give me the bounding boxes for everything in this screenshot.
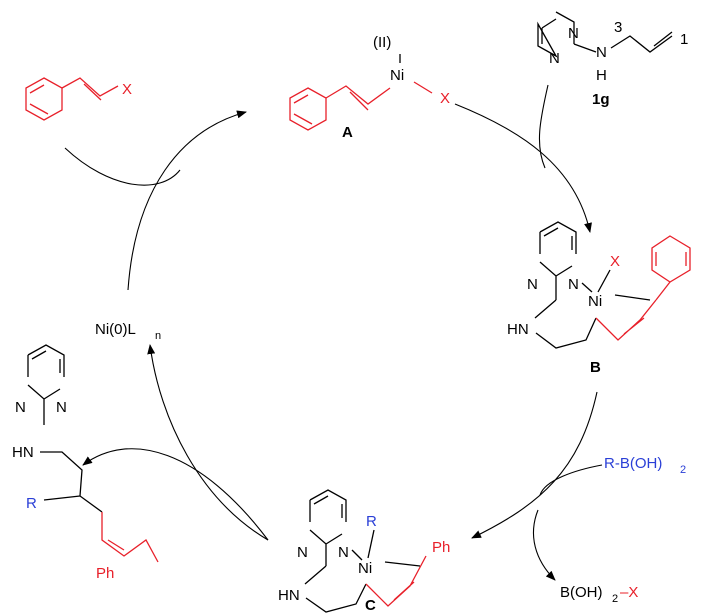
n-atom: N: [527, 276, 538, 293]
byproduct-subscript: 2: [612, 593, 618, 605]
hn-group: HN: [278, 587, 300, 604]
arrow-product-out: [82, 448, 269, 541]
label-1g: 1g: [592, 91, 610, 108]
n-atom: N: [56, 399, 67, 416]
n-atom: N: [15, 399, 26, 416]
label-b: B: [590, 359, 601, 376]
ni-atom: Ni: [358, 560, 372, 577]
hn-group: HN: [507, 321, 529, 338]
arrow-boronic-in: [539, 464, 603, 496]
arrow-boronic-out: [532, 509, 556, 581]
ni0-label: Ni(0)L: [95, 321, 136, 338]
x-atom: X: [440, 90, 450, 107]
label-c: C: [365, 597, 376, 614]
complex-a: (II) Ni X A: [289, 34, 450, 141]
ni-oxidation-state: (II): [373, 34, 391, 51]
byproduct: B(OH) 2 –X: [560, 584, 638, 605]
ni-atom: Ni: [390, 67, 404, 84]
ph-group: Ph: [432, 539, 450, 556]
arrow-vinyl-in: [64, 147, 181, 186]
arrow-b-to-c: [471, 391, 598, 539]
x-atom: X: [610, 253, 620, 270]
vinyl-halide-reagent: X: [25, 77, 132, 121]
ni0-catalyst: Ni(0)L n: [95, 321, 161, 342]
n-atom: N: [568, 276, 579, 293]
boronic-acid: R-B(OH) 2: [604, 455, 686, 476]
ni0-subscript: n: [155, 330, 161, 342]
boronic-acid-subscript: 2: [680, 464, 686, 476]
arrow-sm-in: [538, 84, 549, 169]
ni-atom: Ni: [588, 293, 602, 310]
product: N N HN R Ph: [12, 344, 159, 582]
x-atom: X: [122, 81, 132, 98]
arrow-a-to-b: [454, 103, 592, 233]
hn-group: HN: [12, 444, 34, 461]
ph-group: Ph: [96, 565, 114, 582]
n-atom: N: [549, 50, 560, 67]
n-atom: N: [568, 25, 579, 42]
byproduct-label: B(OH): [560, 584, 603, 601]
n-atom: N: [297, 544, 308, 561]
n-atom: N: [338, 544, 349, 561]
h-atom: H: [596, 67, 607, 84]
complex-b: N N HN Ni X B: [507, 221, 691, 376]
arrow-ni0-to-a: [127, 110, 247, 291]
complex-c: N N HN Ni R Ph C: [278, 489, 450, 614]
substrate-1g: N N N H 3 1 1g: [537, 11, 688, 108]
position-3: 3: [614, 19, 622, 36]
arrow-c-to-ni0: [147, 344, 269, 541]
r-group: R: [26, 495, 37, 512]
n-atom: N: [596, 44, 607, 61]
r-group: R: [366, 513, 377, 530]
position-1: 1: [680, 31, 688, 48]
label-a: A: [342, 124, 353, 141]
boronic-acid-label: R-B(OH): [604, 455, 662, 472]
byproduct-x: –X: [620, 584, 638, 601]
